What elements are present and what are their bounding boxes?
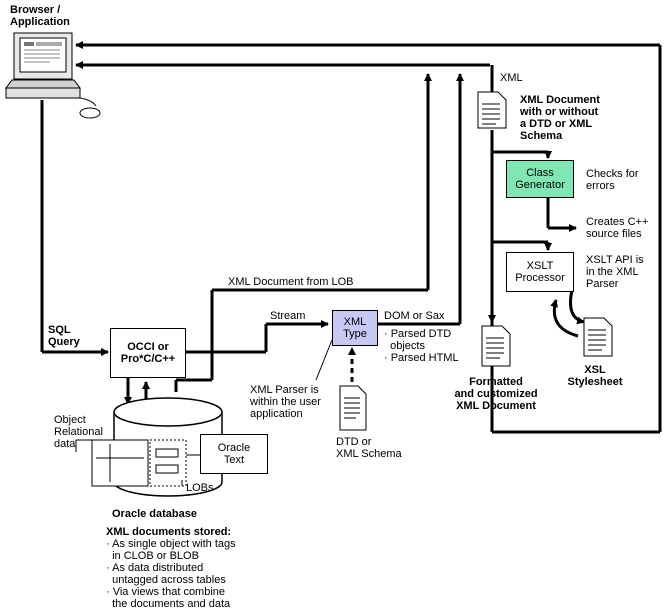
dtd-document-icon: [339, 385, 367, 431]
xml-parser-within-label: XML Parser is within the user applicatio…: [250, 384, 321, 420]
xml-doc-from-lob-label: XML Document from LOB: [228, 276, 354, 288]
formatted-document-icon: [481, 325, 511, 367]
occi-box: OCCI or Pro*C/C++: [110, 328, 186, 378]
oracle-database-cylinder: [91, 397, 223, 497]
sql-query-label: SQL Query: [48, 324, 80, 348]
dom-sax-label: DOM or Sax: [384, 310, 445, 322]
xslt-processor-box: XSLT Processor: [506, 252, 574, 292]
computer-icon: [5, 32, 101, 119]
class-generator-label: Class Generator: [515, 167, 565, 191]
dtd-schema-label: DTD or XML Schema: [336, 436, 402, 460]
xslt-processor-label: XSLT Processor: [515, 260, 565, 284]
class-generator-box: Class Generator: [506, 160, 574, 198]
formatted-document-label: Formatted and customized XML Document: [454, 376, 538, 412]
oracle-text-box: Oracle Text: [200, 434, 268, 474]
checks-errors-label: Checks for errors: [586, 168, 639, 192]
xml-docs-stored-label: XML documents stored:: [106, 526, 232, 538]
xml-document-icon: [477, 91, 507, 129]
browser-application-label: Browser / Application: [10, 4, 70, 28]
xml-document-label: XML Document with or without a DTD or XM…: [520, 94, 600, 142]
stored-list: · As single object with tags in CLOB or …: [106, 538, 236, 610]
oracle-database-label: Oracle database: [112, 508, 197, 520]
stream-label: Stream: [270, 310, 306, 322]
lobs-label: LOBs: [186, 482, 214, 494]
object-relational-label: Object Relational data: [54, 414, 103, 450]
xslt-api-label: XSLT API is in the XML Parser: [586, 254, 644, 290]
oracle-text-label: Oracle Text: [217, 442, 251, 466]
occi-label: OCCI or Pro*C/C++: [120, 341, 176, 365]
xml-label: XML: [500, 72, 523, 84]
xsl-stylesheet-label: XSL Stylesheet: [567, 364, 623, 388]
xml-type-box: XML Type: [332, 310, 378, 346]
creates-cpp-label: Creates C++ source files: [586, 216, 649, 240]
parsed-objects-label: · Parsed DTD objects · Parsed HTML: [384, 328, 459, 364]
xml-type-label: XML Type: [343, 316, 367, 340]
xsl-stylesheet-document-icon: [583, 317, 613, 357]
